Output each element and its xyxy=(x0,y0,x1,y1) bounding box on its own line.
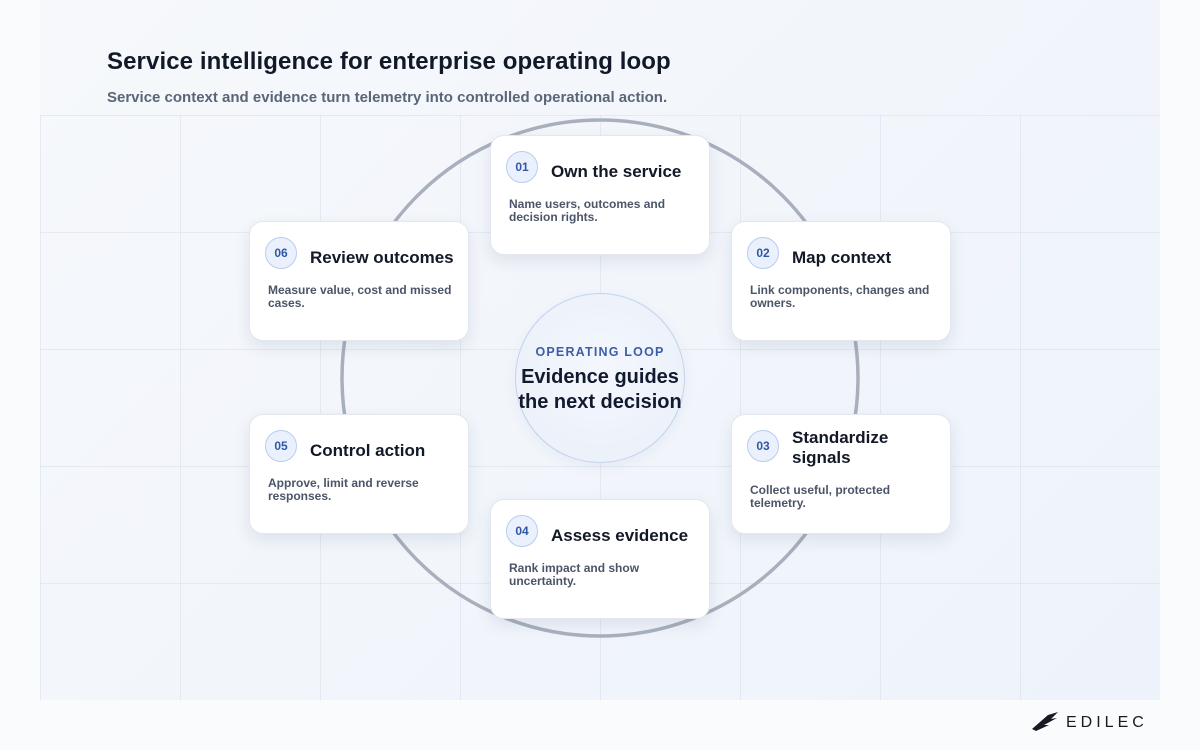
step-title: Review outcomes xyxy=(310,248,454,267)
bird-wing-icon xyxy=(1030,709,1060,738)
brand-name: EDILEC xyxy=(1066,714,1148,731)
step-description: Link components, changes and owners. xyxy=(750,283,930,310)
brand-logo: EDILEC xyxy=(1030,710,1148,736)
operating-loop-hub: OPERATING LOOP Evidence guides the next … xyxy=(515,293,685,463)
step-card-own-service: 01 Own the service Name users, outcomes … xyxy=(490,135,710,255)
step-description: Collect useful, protected telemetry. xyxy=(750,483,891,510)
step-number-badge: 02 xyxy=(747,237,779,269)
step-card-control-action: 05 Control action Approve, limit and rev… xyxy=(249,414,469,534)
step-number-badge: 04 xyxy=(506,515,538,547)
step-card-map-context: 02 Map context Link components, changes … xyxy=(731,221,951,341)
step-number-badge: 05 xyxy=(265,430,297,462)
step-title: Own the service xyxy=(551,162,682,181)
page-subtitle: Service context and evidence turn teleme… xyxy=(107,89,668,106)
step-card-review-outcomes: 06 Review outcomes Measure value, cost a… xyxy=(249,221,469,341)
step-title: Map context xyxy=(792,248,892,267)
step-description: Rank impact and show uncertainty. xyxy=(509,561,640,588)
step-description: Name users, outcomes and decision rights… xyxy=(509,197,666,224)
step-number-badge: 01 xyxy=(506,151,538,183)
loop-ring-circle xyxy=(340,118,860,638)
hub-text: Evidence guides the next decision xyxy=(518,366,682,413)
step-description: Approve, limit and reverse responses. xyxy=(268,476,419,503)
step-card-assess-evidence: 04 Assess evidence Rank impact and show … xyxy=(490,499,710,619)
step-title: Assess evidence xyxy=(551,526,689,545)
hub-kicker: OPERATING LOOP xyxy=(535,345,665,359)
step-description: Measure value, cost and missed cases. xyxy=(268,283,452,310)
step-title: Standardize signals xyxy=(792,428,889,467)
step-number-badge: 03 xyxy=(747,430,779,462)
step-title: Control action xyxy=(310,441,426,460)
page-title: Service intelligence for enterprise oper… xyxy=(107,48,671,75)
step-card-standardize-signals: 03 Standardize signals Collect useful, p… xyxy=(731,414,951,534)
step-number-badge: 06 xyxy=(265,237,297,269)
